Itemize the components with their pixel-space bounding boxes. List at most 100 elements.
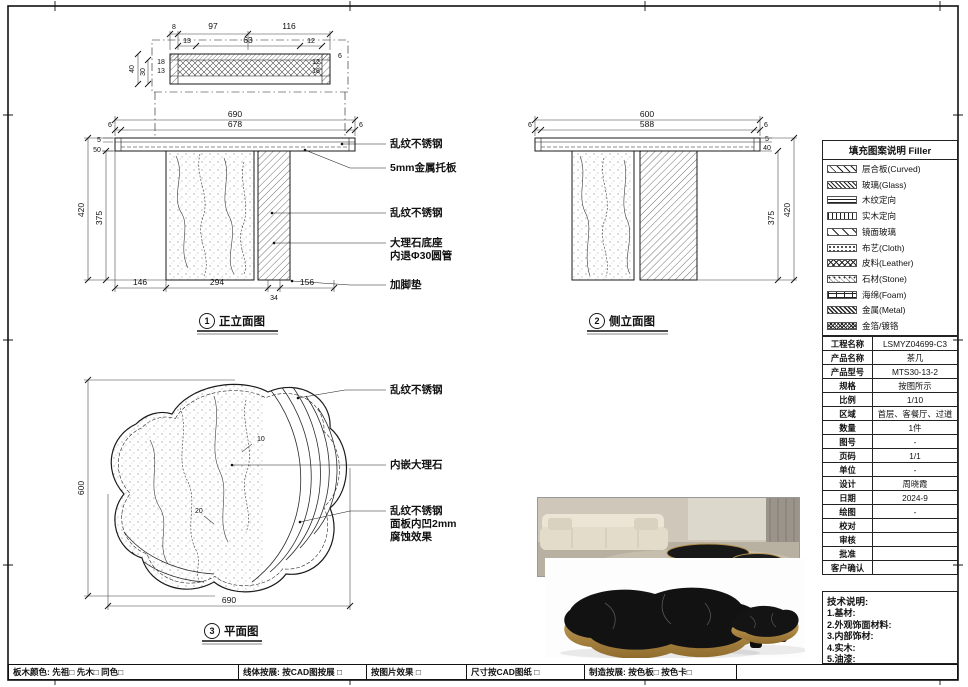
legend-row: 石材(Stone): [827, 271, 953, 287]
info-value: MTS30-13-2: [872, 364, 958, 379]
plan-view-number: 3: [209, 626, 214, 636]
technical-notes: 技术说明: 1.基材: 2.外观饰面材料: 3.内部饰材: 4.实木: 5.油漆…: [822, 591, 958, 664]
footer-cell-cad-size: 尺寸按CAD图纸 □: [467, 665, 585, 679]
info-label: 数量: [822, 420, 873, 435]
plan-inner-dim: 20: [195, 508, 203, 515]
side-dim-slab-height: 40: [763, 145, 771, 152]
info-label: 单位: [822, 462, 873, 477]
legend-rows: 层合板(Curved) 玻璃(Glass) 木纹定向 实木定向 镜面玻璃 布艺(…: [823, 160, 957, 335]
hatch-swatch-metal: [827, 306, 857, 315]
legend-label: 石材(Stone): [862, 274, 907, 284]
detail-dim: 116: [282, 21, 296, 31]
front-label-marble-base2: 内退Φ30圆管: [390, 249, 453, 262]
legend-label: 镜面玻璃: [862, 226, 897, 237]
plan-label-steel: 乱纹不锈钢: [390, 383, 443, 396]
info-label: 批准: [822, 546, 873, 561]
info-value: 按图所示: [872, 378, 958, 393]
plan-label-etched-2: 面板内凹2mm: [390, 517, 457, 530]
hatch-swatch-solidwood: [827, 212, 857, 221]
legend-row: 实木定向: [827, 208, 953, 224]
info-value: 茶几: [872, 350, 958, 365]
footer-cell-empty: [737, 665, 957, 679]
table-row: 设计周晓霞: [822, 476, 958, 491]
front-dim-inner-width: 678: [228, 119, 242, 129]
footer-cell-manufacture: 制造按展: 按色板□ 按色卡□: [585, 665, 737, 679]
footer-cell-lines: 线体按展: 按CAD图按展 □: [239, 665, 367, 679]
plan-label-etched-3: 腐蚀效果: [390, 530, 432, 543]
info-label: 产品名称: [822, 350, 873, 365]
sheet-border: [3, 1, 963, 685]
tech-note-line: 4.实木:: [827, 642, 856, 653]
info-value: -: [872, 504, 958, 519]
detail-dim: 63: [243, 35, 253, 45]
info-label: 校对: [822, 518, 873, 533]
detail-dim: 97: [208, 21, 218, 31]
side-dim-base-height: 375: [766, 211, 776, 225]
front-dim-bottom: 34: [270, 295, 278, 302]
detail-section-view: 8 97 116 13 63 12 18 13 12 18 6 40 30: [129, 21, 349, 136]
legend-label: 实木定向: [862, 211, 897, 222]
info-value: LSMYZ04699-C3: [872, 336, 958, 351]
legend-label: 层合板(Curved): [862, 163, 921, 174]
info-value: 1/1: [872, 448, 958, 463]
info-label: 产品型号: [822, 364, 873, 379]
info-value: [872, 518, 958, 533]
tech-notes-header: 技术说明:: [827, 597, 869, 608]
front-dim-total-width: 690: [228, 109, 242, 119]
table-row: 规格按图所示: [822, 378, 958, 393]
front-dim-bottom: 146: [133, 277, 147, 287]
hatch-swatch-foam: [827, 290, 857, 299]
detail-dim: 8: [172, 24, 176, 31]
info-value: [872, 560, 958, 575]
tech-note-line: 2.外观饰面材料:: [827, 619, 892, 630]
table-row: 区域首层、客餐厅、过道: [822, 406, 958, 421]
table-row: 绘图-: [822, 504, 958, 519]
legend-label: 金箔/镀铬: [862, 321, 899, 332]
info-value: 2024-9: [872, 490, 958, 505]
footer-cell-wood-color: 板木颜色: 先祖□ 先木□ 同色□: [9, 665, 239, 679]
info-label: 规格: [822, 378, 873, 393]
detail-dim: 30: [140, 68, 147, 76]
front-dim-bottom: 294: [210, 277, 224, 287]
front-dim-edge: 6: [108, 122, 112, 129]
side-dim-total-width: 600: [640, 109, 654, 119]
info-label: 绘图: [822, 504, 873, 519]
table-row: 客户确认: [822, 560, 958, 575]
hatch-swatch-leather: [827, 259, 857, 268]
side-dim-edge: 6: [764, 122, 768, 129]
front-label-metal-plate: 5mm金属托板: [390, 161, 457, 174]
table-row: 审核: [822, 532, 958, 547]
hatch-swatch-cloth: [827, 243, 857, 252]
front-dim-slab-height: 50: [93, 147, 101, 154]
plan-inner-dim: 10: [257, 436, 265, 443]
front-dim-total-height: 420: [76, 203, 86, 217]
info-label: 客户确认: [822, 560, 873, 575]
table-row: 批准: [822, 546, 958, 561]
table-row: 单位-: [822, 462, 958, 477]
materials-legend: 填充图案说明 Filler 层合板(Curved) 玻璃(Glass) 木纹定向…: [822, 140, 958, 336]
plan-view: 10 20 600 690 乱纹不锈钢 内嵌大理石 乱纹不锈钢 面板内凹2mm …: [76, 376, 457, 645]
plan-label-marble-inlay: 内嵌大理石: [390, 458, 443, 471]
front-label-marble-base: 大理石底座: [390, 236, 443, 249]
legend-row: 玻璃(Glass): [827, 177, 953, 193]
detail-dim: 18: [312, 68, 320, 75]
detail-dim: 13: [157, 68, 165, 75]
front-view-number: 1: [204, 316, 209, 326]
info-value: -: [872, 462, 958, 477]
detail-dim: 6: [338, 53, 342, 60]
info-label: 日期: [822, 490, 873, 505]
hatch-swatch-woodgrain: [827, 196, 857, 205]
info-label: 图号: [822, 434, 873, 449]
legend-row: 层合板(Curved): [827, 161, 953, 177]
info-value: [872, 532, 958, 547]
plan-label-etched-1: 乱纹不锈钢: [390, 504, 443, 517]
detail-dim: 18: [157, 59, 165, 66]
legend-row: 木纹定向: [827, 192, 953, 208]
